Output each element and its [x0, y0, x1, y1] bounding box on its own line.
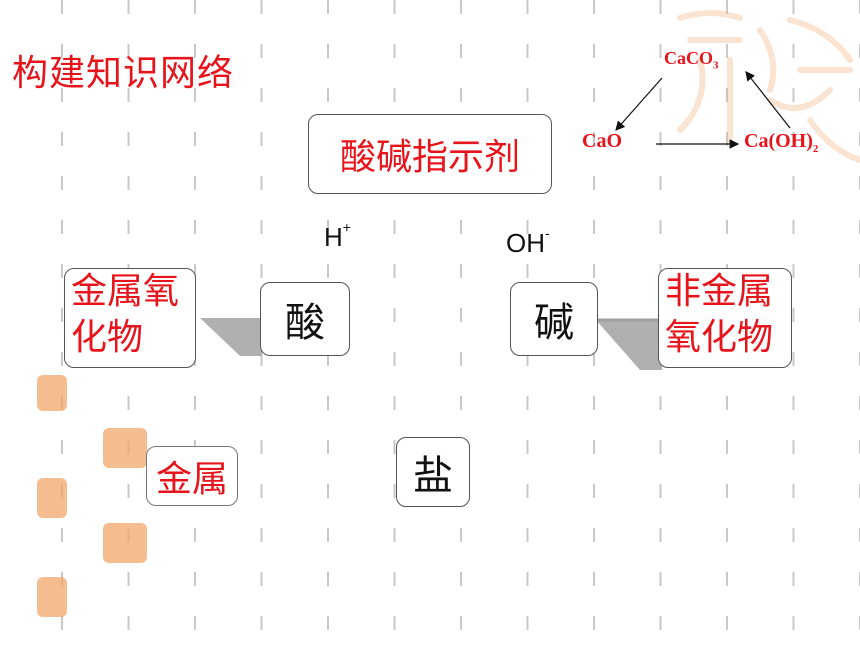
- oh-ion-charge: -: [545, 225, 550, 242]
- caco3-label: CaCO3: [664, 48, 719, 72]
- caoh2-formula: Ca(OH): [744, 130, 813, 152]
- caco3-formula: CaCO: [664, 48, 713, 68]
- nonmetal-oxide-line-1: 非金属: [665, 271, 774, 312]
- metal-node: 金属: [146, 446, 238, 506]
- cao-label: CaO: [582, 130, 622, 152]
- caoh2-label: Ca(OH)2: [744, 130, 818, 155]
- caco3-subscript: 3: [713, 59, 719, 72]
- acid-label: 酸: [285, 300, 325, 346]
- seal-icon-small-4: [103, 523, 147, 563]
- base-node: 碱: [510, 282, 598, 356]
- h-ion-charge: +: [342, 219, 351, 236]
- metal-oxide-node: 金属氧 化物: [64, 268, 196, 368]
- oh-ion-symbol: OH: [506, 228, 545, 258]
- seal-icon-small-5: [37, 577, 67, 617]
- metal-oxide-line-1: 金属氧: [71, 271, 180, 312]
- metal-oxide-line-2: 化物: [71, 317, 144, 358]
- h-ion-label: H+: [324, 219, 351, 253]
- seal-icon-small-1: [37, 375, 67, 411]
- salt-label: 盐: [413, 453, 453, 499]
- page-title: 构建知识网络: [12, 53, 235, 94]
- nonmetal-oxide-line-2: 氧化物: [665, 317, 774, 358]
- seal-icon-large: [677, 10, 860, 163]
- acid-node: 酸: [260, 282, 350, 356]
- indicator-node: 酸碱指示剂: [308, 114, 552, 194]
- metal-label: 金属: [155, 459, 228, 500]
- arrow-caoh2-to-caco3: [745, 71, 791, 129]
- oh-ion-label: OH-: [506, 225, 550, 259]
- base-label: 碱: [534, 300, 574, 346]
- salt-node: 盐: [396, 437, 470, 507]
- seal-icon-small-2: [103, 428, 147, 468]
- arrow-caco3-to-cao: [615, 77, 663, 131]
- nonmetal-oxide-node: 非金属 氧化物: [658, 268, 792, 368]
- metal-oxide-acid-connector: [200, 318, 262, 356]
- indicator-label: 酸碱指示剂: [339, 137, 520, 178]
- caoh2-subscript: 2: [812, 143, 819, 155]
- seal-icon-small-3: [37, 478, 67, 518]
- base-nonmetal-oxide-connector: [596, 320, 662, 370]
- h-ion-symbol: H: [324, 222, 343, 252]
